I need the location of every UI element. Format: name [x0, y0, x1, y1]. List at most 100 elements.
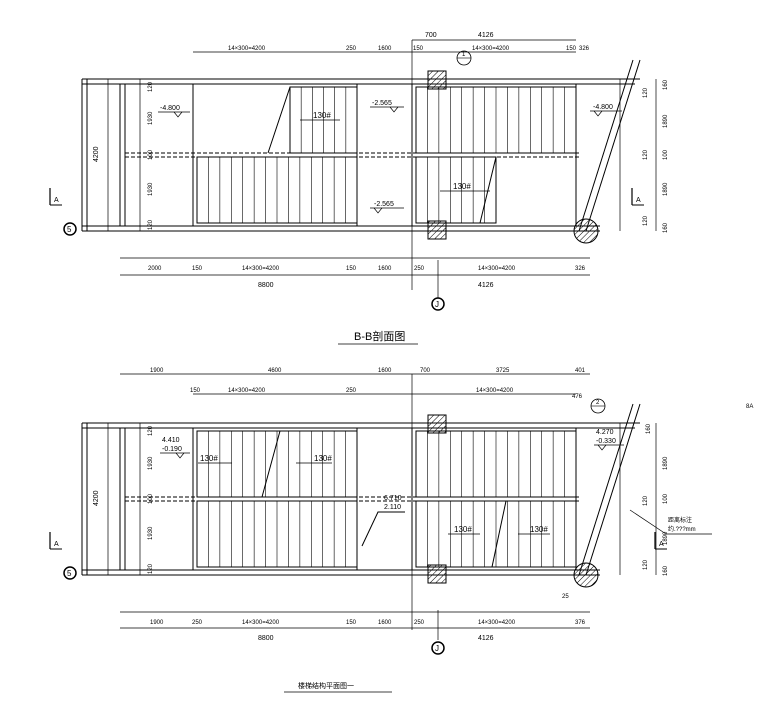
lower-dim-4200: 4200 [93, 490, 100, 506]
lower-axis-5-label: 5 [67, 569, 72, 578]
upper-axis-circle: 1 [456, 50, 472, 66]
lower-plan [81, 403, 641, 588]
upper-axis-circle-label: 1 [462, 52, 466, 58]
lower-dimension-texts: 1900 4600 1600 700 3725 401 150 14×300=4… [93, 368, 669, 642]
lower-dim-1900-bottom: 1900 [150, 620, 164, 626]
lower-level-3a: 6.710 [384, 495, 402, 502]
lower-dim-1930b: 1930 [148, 526, 154, 540]
upper-dim-r120a: 120 [643, 87, 649, 98]
lower-dim-r120b: 120 [643, 559, 649, 570]
lower-axis-5: 5 [63, 566, 77, 580]
lower-section-marks: A A [49, 532, 667, 550]
lower-note-line1: 距离标注 [668, 516, 692, 524]
upper-dim-r1890a: 1890 [663, 114, 669, 128]
lower-dim-flight-top2: 14×300=4200 [476, 388, 514, 394]
lower-slope-2: 130# [314, 454, 332, 463]
upper-dim-1600: 1600 [378, 46, 392, 52]
upper-dim-r100: 100 [663, 149, 669, 160]
upper-dim-r160a: 160 [663, 79, 669, 90]
upper-level-2: -2.565 [372, 100, 392, 107]
upper-level-4: -2.565 [374, 201, 394, 208]
upper-dim-4126: 4126 [478, 32, 494, 39]
lower-dim-flight-bottom: 14×300=4200 [242, 620, 280, 626]
lower-level-3b: 2.110 [384, 504, 401, 511]
upper-dim-700: 700 [425, 32, 437, 39]
lower-dim-1930a: 1930 [148, 456, 154, 470]
upper-slope-labels: 130# 130# [300, 111, 490, 192]
lower-dim-700: 700 [420, 368, 431, 374]
lower-slope-4: 130# [530, 525, 548, 534]
upper-dim-2000: 2000 [148, 266, 162, 272]
upper-slope-2: 130# [453, 182, 471, 191]
upper-section-a-left: A [54, 197, 59, 204]
lower-dim-120a: 120 [148, 425, 154, 436]
lower-dimension-lines [107, 373, 712, 640]
lower-axis-j: J [431, 641, 445, 655]
upper-slope-1: 130# [313, 111, 331, 120]
lower-dim-r120: 120 [643, 495, 649, 506]
lower-step-lines [208, 431, 565, 567]
lower-dim-r160a: 160 [646, 423, 652, 434]
lower-dim-120b: 120 [148, 563, 154, 574]
lower-note: 距离标注 约.???mm [668, 516, 696, 533]
lower-dim-1600-bottom: 1600 [378, 620, 392, 626]
upper-dim-150b-bottom: 150 [346, 266, 357, 272]
upper-dim-r160b: 160 [663, 222, 669, 233]
lower-dim-flight-bottom2: 14×300=4200 [478, 620, 516, 626]
lower-level-1b: -0.190 [162, 446, 182, 453]
upper-dim-150: 150 [413, 46, 424, 52]
lower-level-2b: -0.330 [596, 438, 616, 445]
lower-dim-r1890a: 1890 [663, 456, 669, 470]
upper-level-3: -4.800 [593, 104, 613, 111]
lower-dim-25: 25 [562, 594, 569, 600]
lower-column-top [427, 414, 447, 434]
upper-dim-r1890b: 1890 [663, 182, 669, 196]
upper-dim-120b: 120 [148, 219, 154, 230]
upper-dim-1930b: 1930 [148, 182, 154, 196]
upper-level-marks: -4.800 -2.565 -4.800 -2.565 [158, 100, 622, 214]
upper-dim-326: 326 [579, 46, 590, 52]
upper-flight-bottom-right [415, 156, 497, 224]
upper-dim-4126-bottom: 4126 [478, 282, 494, 289]
lower-dim-r160b: 160 [663, 565, 669, 576]
upper-dim-250: 250 [346, 46, 357, 52]
upper-level-1: -4.800 [160, 105, 180, 112]
upper-step-lines [208, 87, 565, 223]
upper-dimension-lines [107, 39, 657, 298]
lower-dim-4600: 4600 [268, 368, 282, 374]
lower-dim-250-bottom: 250 [192, 620, 203, 626]
upper-dim-r120c: 120 [643, 215, 649, 226]
upper-dim-120a: 120 [148, 81, 154, 92]
lower-slope-labels: 130# 130# 130# 130# [198, 454, 550, 535]
lower-dim-150-bottom: 150 [346, 620, 357, 626]
upper-dim-150b: 150 [566, 46, 577, 52]
lower-slope-1: 130# [200, 454, 218, 463]
lower-axis-circle: 2 [590, 398, 606, 414]
lower-dim-150-top: 150 [190, 388, 201, 394]
lower-axis-circle-label: 2 [596, 400, 600, 406]
upper-section-marks: A A [49, 188, 644, 206]
lower-dim-3725: 3725 [496, 368, 510, 374]
upper-dim-150-bottom: 150 [192, 266, 203, 272]
lower-dim-250-top: 250 [346, 388, 357, 394]
upper-dim-flight-top: 14×300=4200 [228, 46, 266, 52]
upper-dimension-texts: 700 4126 14×300=4200 250 1600 150 14×300… [93, 32, 669, 289]
lower-dim-476: 476 [572, 394, 583, 400]
lower-section-a-right: A [659, 541, 664, 548]
upper-column-bottom [427, 220, 447, 240]
lower-level-1a: 4.410 [162, 437, 180, 444]
lower-title: 楼梯结构平面图一 [298, 681, 354, 690]
upper-dim-1600-bottom: 1600 [378, 266, 392, 272]
upper-axis-j-label: J [435, 300, 439, 309]
lower-dim-250b-bottom: 250 [414, 620, 425, 626]
lower-level-marks: 4.410 -0.190 4.270 -0.330 6.710 2.110 [160, 429, 624, 511]
lower-slope-3: 130# [454, 525, 472, 534]
lower-dim-1600: 1600 [378, 368, 392, 374]
lower-column-bottom [427, 564, 447, 584]
lower-dim-376: 376 [575, 620, 586, 626]
lower-dim-r100: 100 [663, 493, 669, 504]
upper-dim-total: 8800 [258, 282, 274, 289]
lower-dim-401: 401 [575, 368, 586, 374]
